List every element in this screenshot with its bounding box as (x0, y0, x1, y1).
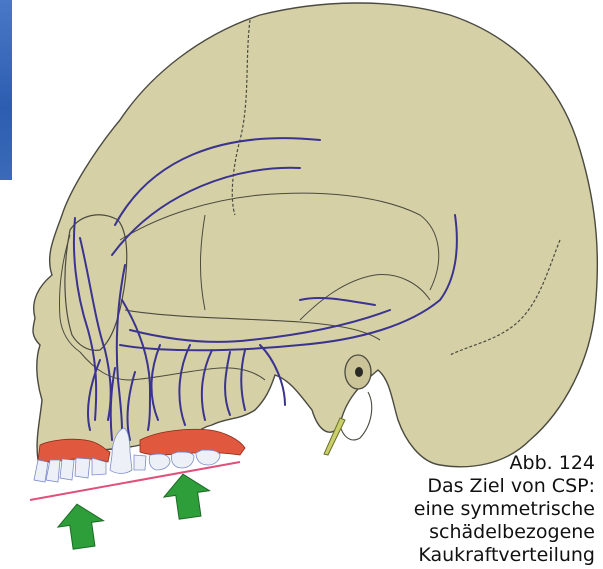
figure-caption: Abb. 124 Das Ziel von CSP: eine symmetri… (365, 452, 595, 569)
up-arrow-icon (55, 501, 107, 551)
figure-number: Abb. 124 (365, 452, 595, 475)
caption-line-3: schädelbezogene (365, 521, 595, 544)
skull-outline (33, 3, 597, 467)
caption-line-2: eine symmetrische (365, 498, 595, 521)
caption-line-1: Das Ziel von CSP: (365, 475, 595, 498)
caption-line-4: Kaukraftverteilung (365, 544, 595, 567)
up-arrow-icon-2 (161, 471, 213, 521)
ear-canal (355, 367, 363, 377)
